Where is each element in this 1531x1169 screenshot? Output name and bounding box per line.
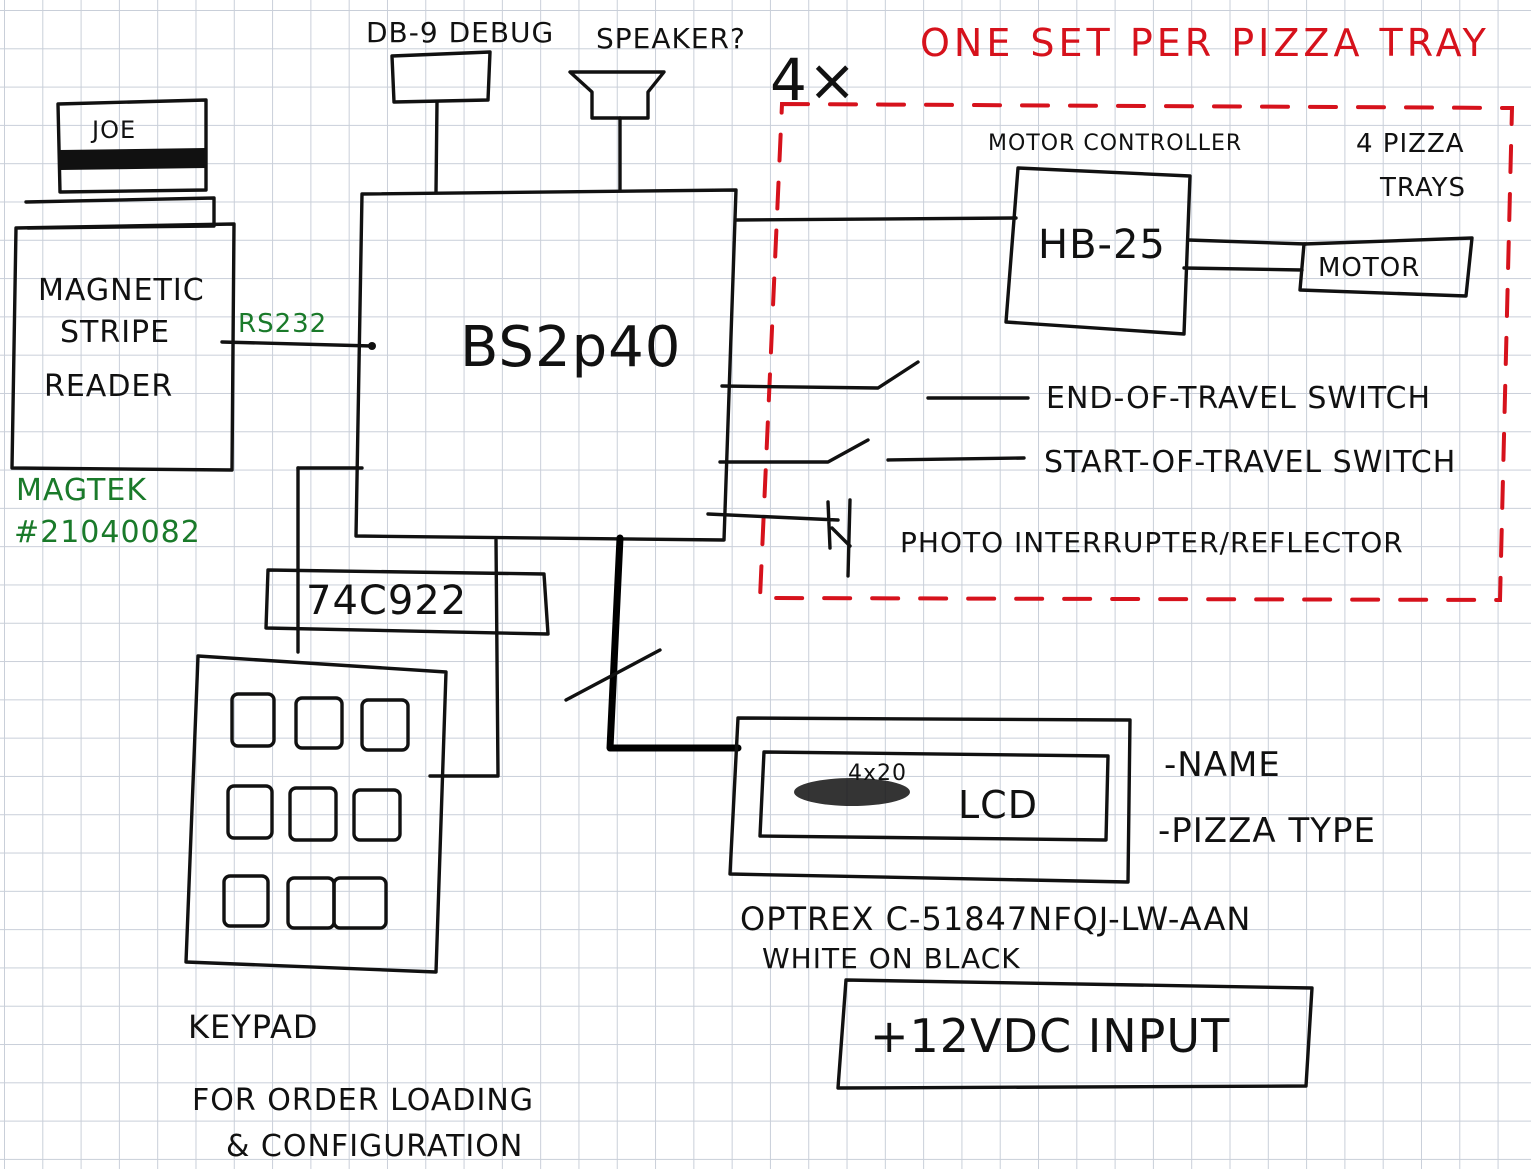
speaker-label: SPEAKER?: [596, 22, 746, 55]
keypad-desc-1: FOR ORDER LOADING: [192, 1083, 534, 1118]
keypad-key: [294, 696, 344, 750]
photo-sensor-label: PHOTO INTERRUPTER/REFLECTOR: [900, 526, 1404, 559]
hb25-to-motor-wires: [1182, 238, 1308, 272]
lcd-size-label: 4x20: [848, 761, 907, 786]
motor-box: [1298, 236, 1474, 298]
motor-controller-caption: MOTOR CONTROLLER: [988, 131, 1242, 156]
hb25-box: [1004, 166, 1192, 336]
lcd-bus-slash: [564, 648, 662, 702]
lcd-model: OPTREX C-51847NFQJ-LW-AAN: [740, 900, 1251, 938]
end-switch-icon: [720, 360, 1030, 400]
reader-part-number: #21040082: [14, 515, 201, 550]
photo-sensor-icon: [706, 498, 852, 578]
reader-label-3: READER: [44, 369, 173, 404]
lcd-screen: [758, 750, 1110, 842]
power-input-box: [836, 978, 1314, 1090]
encoder-label: 74C922: [306, 578, 467, 624]
rs232-wire: [220, 340, 374, 348]
rs232-junction: [368, 342, 376, 350]
lcd-field-pizza-type: -PIZZA TYPE: [1158, 811, 1376, 851]
keypad-key: [230, 692, 276, 748]
speaker-icon: [568, 70, 666, 120]
reader-vendor: MAGTEK: [16, 473, 147, 508]
card-outline: [56, 98, 208, 194]
keypad-outline: [184, 654, 448, 974]
mcu-box: [354, 188, 738, 542]
keypad-keys: [222, 692, 410, 930]
reader-label-2: STRIPE: [60, 315, 170, 350]
red-group-title: ONE SET PER PIZZA TRAY: [920, 21, 1490, 65]
encoder-backplate: [296, 466, 500, 778]
tray-group-boundary: [757, 101, 1515, 603]
db9-connector-shape: [390, 50, 492, 104]
lcd-label: LCD: [958, 783, 1038, 827]
mcu-label: BS2p40: [460, 315, 681, 380]
rs232-label: RS232: [238, 309, 327, 339]
keypad-key: [360, 698, 410, 752]
card-stripe: [60, 148, 206, 170]
reader-box: [10, 222, 236, 472]
keypad-label: KEYPAD: [188, 1008, 319, 1046]
keypad-key: [288, 786, 338, 842]
keypad-key: [222, 874, 270, 928]
card-name: JOE: [90, 116, 136, 144]
hb25-label: HB-25: [1038, 222, 1166, 268]
trays-label-1: 4 PIZZA: [1356, 129, 1465, 159]
db9-wire: [434, 100, 439, 194]
start-switch-label: START-OF-TRAVEL SWITCH: [1044, 445, 1456, 480]
lcd-color: WHITE ON BLACK: [762, 942, 1021, 975]
keypad-key: [352, 788, 402, 842]
keypad-desc-2: & CONFIGURATION: [226, 1129, 523, 1164]
keypad-key: [226, 784, 274, 840]
keypad-key: [286, 876, 336, 930]
mcu-to-hb25-wire: [734, 216, 1018, 222]
db9-label: DB-9 DEBUG: [366, 16, 554, 49]
lcd-scribble: [794, 778, 910, 806]
keypad-key: [332, 876, 388, 930]
encoder-74c922-box: [264, 568, 550, 636]
trays-label-2: TRAYS: [1379, 173, 1466, 203]
end-switch-label: END-OF-TRAVEL SWITCH: [1046, 381, 1431, 416]
lcd-field-name: -NAME: [1164, 745, 1281, 785]
motor-label: MOTOR: [1318, 253, 1420, 283]
lcd-bus: [606, 534, 742, 752]
reader-label-1: MAGNETIC: [38, 273, 205, 308]
power-input-label: +12VDC INPUT: [870, 1009, 1230, 1063]
lcd-module-outline: [728, 716, 1132, 884]
start-switch-icon: [718, 438, 1026, 464]
